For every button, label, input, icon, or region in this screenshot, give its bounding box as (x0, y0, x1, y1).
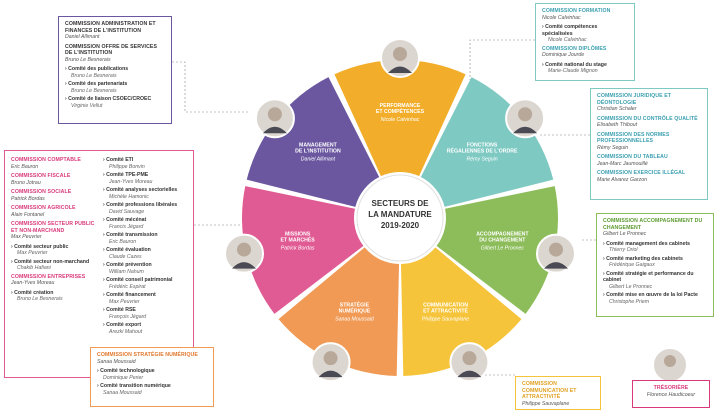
avatar-head-tresoriere (664, 355, 676, 367)
accomp-sub1-name: Frédérique Gaigaux (603, 262, 707, 269)
admin-sub1-name: Bruno Le Besnerais (65, 88, 165, 95)
accomp-title: COMMISSION ACCOMPAGNEMENT DU CHANGEMENT (603, 218, 707, 231)
num-name: Sanaa Moussaid (97, 359, 207, 366)
avatar-head-juridique (518, 107, 532, 121)
admin-c1-title: COMMISSION ADMINISTRATION ET FINANCES DE… (65, 21, 165, 34)
center-line1: SECTEURS DE (372, 199, 430, 208)
accomp-sub0-name: Thierry Oriol (603, 247, 707, 254)
segment-strategie-name: Sanaa Moussaid (335, 317, 375, 323)
formation-sub2-name: Marie-Claude Mignon (542, 68, 628, 75)
segment-performance-name: Nicole Calvinhac (381, 117, 420, 123)
jur-item0-name: Christian Schaler (597, 106, 701, 113)
segment-juridique-name: Rémy Seguin (467, 157, 498, 163)
mis-ls0-name: Max Peuvrier (11, 250, 99, 257)
mis-l2-name: Patrick Bordas (11, 196, 99, 203)
jur-item0-title: COMMISSION JURIDIQUE ET DÉONTOLOGIE (597, 93, 701, 106)
box-administration: COMMISSION ADMINISTRATION ET FINANCES DE… (58, 16, 172, 124)
segment-accompagnement-name: Gilbert Le Pronnec (481, 245, 525, 251)
num-sub0-name: Dominique Perier (97, 375, 207, 382)
mis-r6-name: Claude Cazes (103, 254, 191, 261)
mis-r5-name: Eric Bauron (103, 239, 191, 246)
mis-r4-name: Francis Jégard (103, 224, 191, 231)
formation-sub1-name: Nicole Calvinhac (542, 37, 628, 44)
segment-management-title2: DE L'INSTITUTION (295, 149, 341, 155)
mis-r11-name: Arezki Mahout (103, 329, 191, 336)
segment-communication-title2: ET ATTRACTIVITÉ (423, 307, 468, 315)
avatar-head-communication (462, 351, 476, 365)
segment-management-name: Daniel Allimant (301, 157, 336, 163)
center-line3: 2019-2020 (381, 221, 420, 230)
formation-c2-name: Dominique Jourde (542, 52, 628, 59)
tresor-name: Florence Haudicoeur (639, 392, 703, 399)
avatar-head-performance (393, 47, 407, 61)
num-title: COMMISSION STRATÉGIE NUMÉRIQUE (97, 352, 207, 359)
jur-item4-name: Marie Alvarez Garzon (597, 177, 701, 184)
admin-sub0-name: Bruno Le Besnerais (65, 73, 165, 80)
admin-sub2-title: Comité de liaison CSOEC/CROEC (65, 96, 165, 103)
admin-c2-title: COMMISSION OFFRE DE SERVICES DE L'INSTIT… (65, 44, 165, 57)
mis-l2s0-name: Bruno Le Besnerais (11, 296, 99, 303)
admin-sub2-name: Virginie Vellut (65, 103, 165, 110)
mis-r9-name: Max Peuvrier (103, 299, 191, 306)
mis-l3-name: Alain Fontanel (11, 212, 99, 219)
avatar-head-management (268, 107, 282, 121)
segment-juridique-title2: RÉGALIENNES DE L'ORDRE (447, 147, 518, 155)
segment-strategie-title2: NUMÉRIQUE (339, 307, 371, 315)
accomp-sub3-title: Comité mise en œuvre de la loi Pacte (603, 292, 707, 299)
formation-sub1-title: Comité compétences spécialisées (542, 24, 628, 37)
connector-admin (172, 62, 250, 112)
segment-accompagnement-title2: DU CHANGEMENT (479, 237, 526, 243)
box-numerique: COMMISSION STRATÉGIE NUMÉRIQUE Sanaa Mou… (90, 347, 214, 407)
box-accompagnement: COMMISSION ACCOMPAGNEMENT DU CHANGEMENT … (596, 213, 714, 317)
box-tresoriere: TRÉSORIÈRE Florence Haudicoeur (632, 380, 710, 408)
formation-c1-name: Nicole Calvinhac (542, 15, 628, 22)
segment-performance-title2: ET COMPÉTENCES (376, 107, 425, 115)
center-line2: LA MANDATURE (368, 210, 432, 219)
jur-item1-name: Elisabeth Thibout (597, 122, 701, 129)
comm-title: COMMISSION COMMUNICATION ET ATTRACTIVITÉ (522, 381, 594, 401)
mis-r10-name: François Jégard (103, 314, 191, 321)
mis-l0-name: Eric Bauron (11, 164, 99, 171)
admin-c2-name: Bruno Le Besnerais (65, 57, 165, 64)
mis-r2-name: Michèle Hamonic (103, 194, 191, 201)
mis-ls1-name: Chakib Hafiani (11, 265, 99, 272)
segment-missions-name: Patrick Bordas (281, 245, 315, 251)
avatar-head-accompagnement (549, 243, 563, 257)
segment-strategie-title1: STRATÉGIE (340, 301, 370, 309)
jur-item2-name: Rémy Seguin (597, 145, 701, 152)
box-communication: COMMISSION COMMUNICATION ET ATTRACTIVITÉ… (515, 376, 601, 410)
mis-r1-name: Jean-Yves Moreau (103, 179, 191, 186)
accomp-sub2-name: Gilbert Le Pronnec (603, 284, 707, 291)
segment-missions-title2: ET MARCHÉS (280, 235, 315, 243)
mis-l1-name: Bruno Jotrau (11, 180, 99, 187)
accomp-sub3-name: Christophe Priem (603, 299, 707, 306)
comm-name: Philippe Sauvaplane (522, 401, 594, 408)
connector-formation (470, 40, 535, 80)
accomp-sub2-title: Comité stratégie et performance du cabin… (603, 271, 707, 284)
mis-r0-name: Philippe Bonvin (103, 164, 191, 171)
mis-l4-name: Max Peuvrier (11, 234, 99, 241)
segment-communication-name: Philippe Sauvaplane (422, 317, 469, 323)
box-juridique: COMMISSION JURIDIQUE ET DÉONTOLOGIE Chri… (590, 88, 708, 200)
accomp-name: Gilbert Le Pronnec (603, 231, 707, 238)
box-missions: COMMISSION COMPTABLE Eric Bauron COMMISS… (4, 150, 194, 378)
mis-l4-title: COMMISSION SECTEUR PUBLIC ET NON-MARCHAN… (11, 221, 99, 234)
box-formation: COMMISSION FORMATION Nicole Calvinhac Co… (535, 3, 635, 81)
jur-item2-title: COMMISSION DES NORMES PROFESSIONNELLES (597, 132, 701, 145)
avatar-head-missions (237, 243, 251, 257)
mis-l2-0-name: Jean-Yves Moreau (11, 280, 99, 287)
num-sub1-name: Sanaa Moussaid (97, 390, 207, 397)
admin-c1-name: Daniel Allimant (65, 34, 165, 41)
mis-r3-name: David Sauvage (103, 209, 191, 216)
mis-r8-name: Frédéric Espirat (103, 284, 191, 291)
avatar-head-strategie (324, 351, 338, 365)
mis-r7-name: William Nahum (103, 269, 191, 276)
jur-item3-name: Jean-Marc Jaumouillé (597, 161, 701, 168)
